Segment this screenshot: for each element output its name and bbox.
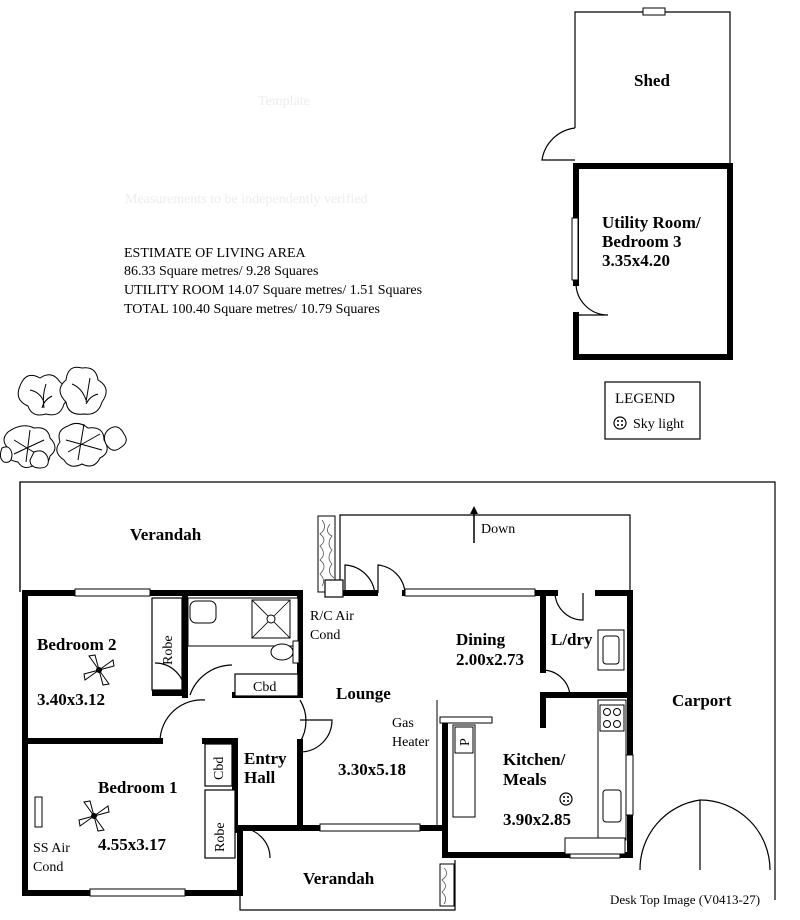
lounge-window — [319, 823, 421, 832]
verandah-door — [344, 564, 376, 596]
verandah-top-outline — [339, 514, 631, 592]
kitchen-label: Kitchen/ — [503, 750, 566, 769]
entry-hall-label: Entry — [244, 749, 287, 768]
toilet-icon — [270, 640, 300, 664]
dining-door — [377, 564, 406, 594]
ss-air-label-2: Cond — [33, 860, 63, 875]
room-labels: Bedroom 2 3.40x3.12 Robe R/C Air Cond Di… — [33, 609, 732, 888]
utility-room-label-2: Bedroom 3 — [602, 232, 682, 251]
ceiling-fan-icon — [83, 654, 115, 686]
legend-title: LEGEND — [615, 391, 675, 407]
hall-door — [189, 664, 233, 696]
bedroom1-door — [159, 699, 206, 742]
legend: LEGEND Sky light — [604, 381, 701, 440]
kitchen-skylight-icon — [559, 792, 573, 806]
shed-window — [642, 7, 666, 16]
utility-room-label: Utility Room/ — [602, 213, 701, 232]
utility-window — [571, 217, 579, 281]
vine-icon — [317, 515, 455, 907]
robe-top-label: Robe — [161, 635, 176, 665]
lounge-door — [299, 699, 307, 743]
faint-disclaimer-text: Measurements to be independently verifie… — [125, 192, 368, 207]
faint-template-text: Template — [258, 94, 310, 109]
laundry-label: L/dry — [551, 630, 593, 649]
dining-window — [404, 588, 536, 597]
lounge-label: Lounge — [336, 684, 391, 703]
estimate-line-1: 86.33 Square metres/ 9.28 Squares — [124, 264, 318, 279]
laundry-door-side — [542, 669, 571, 696]
gas-heater-label: Gas — [392, 716, 414, 731]
skylight-icon — [613, 416, 627, 430]
bedroom1-label: Bedroom 1 — [98, 778, 178, 797]
shed-door-swing — [541, 127, 576, 161]
bedroom2-size: 3.40x3.12 — [37, 690, 105, 709]
verandah-top-label: Verandah — [130, 525, 202, 544]
footer-image-code: Desk Top Image (V0413-27) — [610, 892, 760, 907]
carport-door-swings — [639, 799, 771, 871]
kitchen-label-2: Meals — [503, 770, 547, 789]
ss-air-cond-unit — [34, 796, 43, 828]
house-details — [34, 564, 634, 897]
entry-hall-label-2: Hall — [244, 768, 275, 787]
down-label: Down — [481, 522, 515, 537]
lounge-size: 3.30x5.18 — [338, 760, 406, 779]
carport-label: Carport — [672, 691, 732, 710]
bedroom2-door — [154, 662, 186, 694]
rc-air-label-2: Cond — [310, 628, 340, 643]
shed-building: Shed Utility Room/ Bedroom 3 3.35x4.20 — [541, 7, 733, 360]
robe-bottom-label: Robe — [213, 822, 228, 852]
shed-label: Shed — [634, 71, 670, 90]
bedroom1-window — [89, 888, 186, 897]
kitchen-side-window — [625, 754, 634, 816]
site-boundary — [19, 481, 776, 900]
bedroom2-label: Bedroom 2 — [37, 635, 117, 654]
down-arrow-icon — [470, 506, 478, 543]
kitchen-size: 3.90x2.85 — [503, 810, 571, 829]
ss-air-label: SS Air — [33, 841, 70, 856]
entry-door — [239, 827, 271, 859]
utility-door-swing — [575, 282, 609, 316]
dining-label: Dining — [456, 630, 506, 649]
estimate-line-3: TOTAL 100.40 Square metres/ 10.79 Square… — [124, 302, 380, 317]
cbd-side-label: Cbd — [212, 757, 227, 780]
estimate-heading: ESTIMATE OF LIVING AREA — [124, 246, 306, 261]
cooktop-icon — [599, 704, 625, 732]
utility-room-size: 3.35x4.20 — [602, 251, 670, 270]
ceiling-fan-icon-2 — [78, 800, 110, 832]
estimate-line-2: UTILITY ROOM 14.07 Square metres/ 1.51 S… — [124, 283, 422, 298]
rc-air-label: R/C Air — [310, 609, 354, 624]
dining-size: 2.00x2.73 — [456, 650, 524, 669]
laundry-door-top — [554, 592, 584, 621]
area-estimate: ESTIMATE OF LIVING AREA 86.33 Square met… — [124, 246, 422, 317]
p-label: P — [458, 738, 473, 746]
verandah-bottom-label: Verandah — [303, 869, 375, 888]
garden-trees-icon — [0, 366, 127, 469]
gas-heater-label-2: Heater — [392, 735, 430, 750]
lower-verandah — [239, 860, 456, 911]
bedroom1-size: 4.55x3.17 — [98, 835, 167, 854]
lounge-door-leaf — [299, 719, 333, 753]
cbd-top-label: Cbd — [253, 680, 276, 695]
legend-skylight-label: Sky light — [633, 417, 684, 432]
bedroom2-window — [74, 588, 151, 597]
